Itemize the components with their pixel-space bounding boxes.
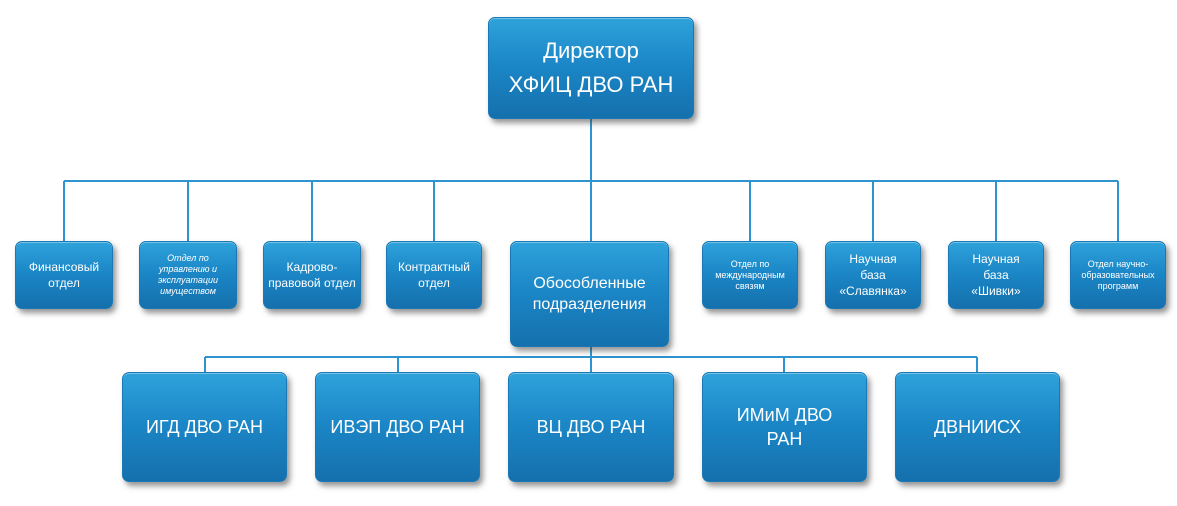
dvniish-label: ДВНИИСХ — [933, 417, 1022, 437]
education-department-label: Отдел научно- образовательных программ — [1081, 258, 1155, 291]
igd-box: ИГД ДВО РАН — [122, 372, 287, 482]
hr-legal-department-box: Кадрово- правовой отдел — [263, 241, 361, 309]
contract-department-label: Контрактный отдел — [398, 260, 470, 290]
contract-department-box: Контрактный отдел — [386, 241, 482, 309]
hr-legal-department-label: Кадрово- правовой отдел — [268, 260, 356, 290]
ivep-box: ИВЭП ДВО РАН — [315, 372, 480, 482]
property-department-label: Отдел по управлению и эксплуатации имуще… — [157, 253, 219, 296]
property-department-box: Отдел по управлению и эксплуатации имуще… — [139, 241, 237, 309]
education-department-box: Отдел научно- образовательных программ — [1070, 241, 1166, 309]
international-department-label: Отдел по международным связям — [715, 258, 785, 291]
international-department-box: Отдел по международным связям — [702, 241, 798, 309]
shivki-base-label: Научная база «Шивки» — [971, 252, 1021, 298]
director-label: Директор ХФИЦ ДВО РАН — [508, 38, 674, 97]
slavyanka-base-box: Научная база «Славянка» — [825, 241, 921, 309]
imim-label: ИМиМ ДВО РАН — [736, 405, 833, 449]
slavyanka-base-label: Научная база «Славянка» — [839, 252, 907, 298]
igd-label: ИГД ДВО РАН — [145, 417, 264, 437]
director-box: Директор ХФИЦ ДВО РАН — [488, 17, 694, 119]
dvniish-box: ДВНИИСХ — [895, 372, 1060, 482]
vc-box: ВЦ ДВО РАН — [508, 372, 674, 482]
shivki-base-box: Научная база «Шивки» — [948, 241, 1044, 309]
imim-box: ИМиМ ДВО РАН — [702, 372, 867, 482]
separate-units-label: Обособленные подразделения — [532, 275, 647, 313]
ivep-label: ИВЭП ДВО РАН — [330, 417, 465, 437]
financial-department-label: Финансовый отдел — [28, 260, 100, 290]
separate-units-box: Обособленные подразделения — [510, 241, 669, 347]
financial-department-box: Финансовый отдел — [15, 241, 113, 309]
vc-label: ВЦ ДВО РАН — [536, 417, 646, 437]
